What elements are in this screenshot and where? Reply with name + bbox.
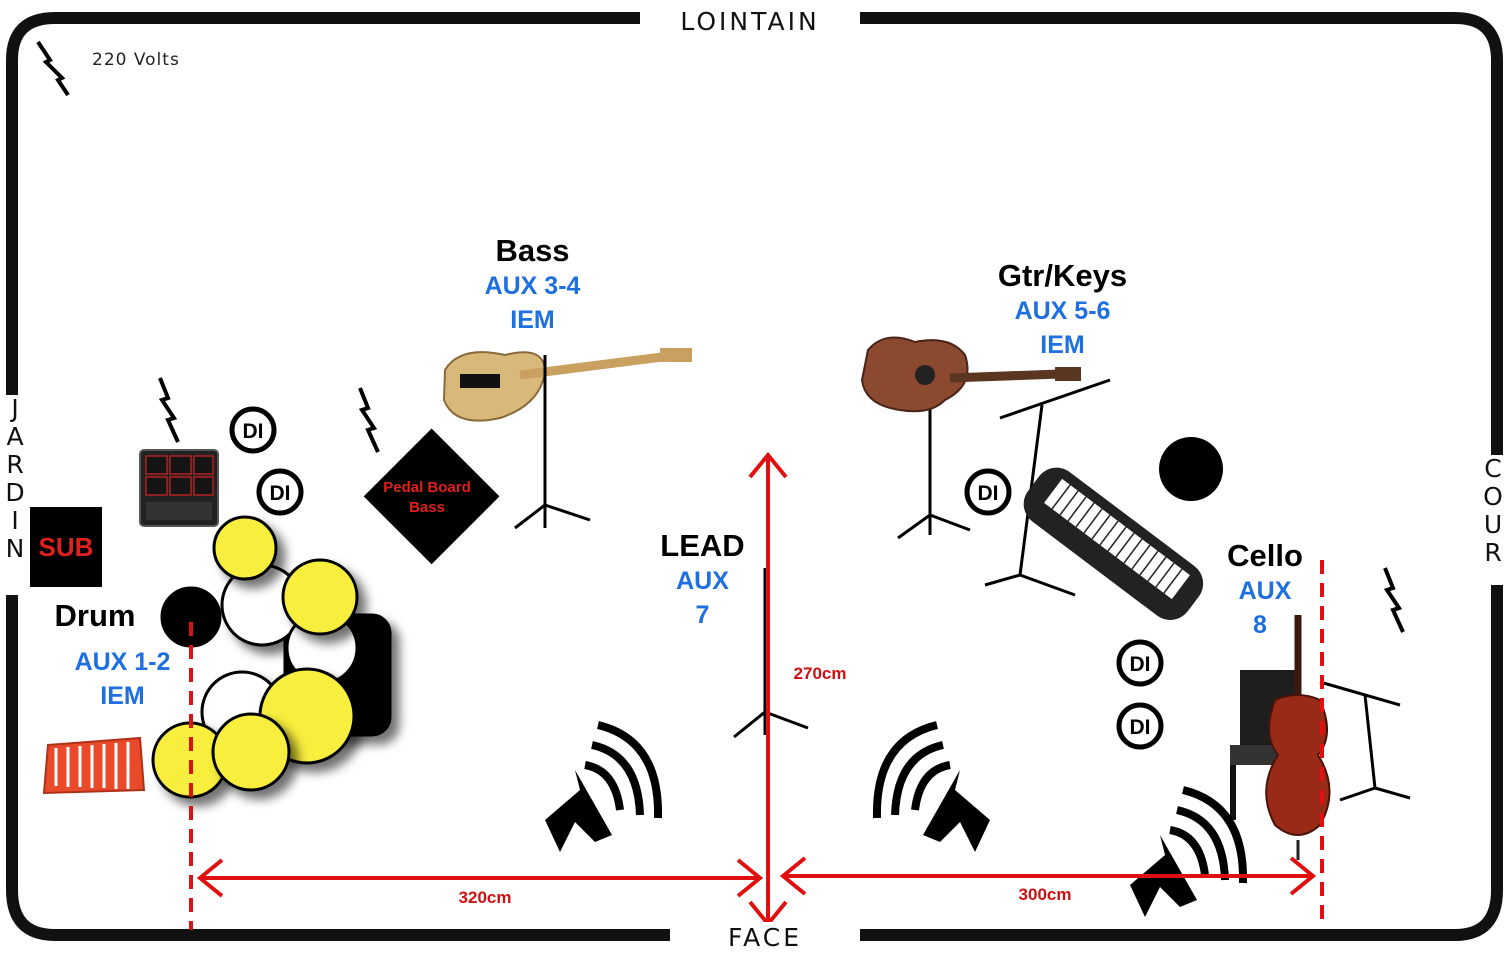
sample-pad-icon bbox=[139, 449, 219, 527]
mic-boom-stand-icon bbox=[1319, 680, 1411, 802]
monitor-wedge-icon bbox=[872, 721, 990, 852]
keyboard-icon bbox=[1023, 467, 1204, 620]
drum-label: Drum bbox=[54, 598, 136, 633]
acoustic-guitar-icon bbox=[860, 336, 1081, 413]
monitor-wedge-icon bbox=[545, 721, 663, 852]
power-icon bbox=[358, 387, 380, 453]
cello-label: Cello AUX 8 bbox=[1227, 538, 1303, 639]
amp-icon bbox=[1159, 437, 1223, 501]
power-icon bbox=[36, 40, 70, 97]
di-box-icon: DI bbox=[964, 468, 1012, 516]
drum-aux: AUX 1-2 IEM bbox=[74, 648, 171, 710]
power-icon bbox=[158, 377, 180, 443]
di-box-icon: DI bbox=[256, 468, 304, 516]
bass-label: Bass AUX 3-4 IEM bbox=[484, 233, 581, 334]
drum-kit bbox=[151, 515, 392, 799]
monitor-wedge-icon bbox=[1130, 786, 1248, 917]
pedal-board bbox=[363, 428, 500, 565]
svg-text:DI: DI bbox=[978, 482, 999, 505]
lead-label: LEAD AUX 7 bbox=[660, 528, 745, 629]
stage-label-bottom: FACE bbox=[670, 922, 860, 953]
dimension-depth: 270cm bbox=[793, 664, 847, 683]
dimension-left: 320cm bbox=[458, 888, 512, 907]
di-box-icon: DI bbox=[1116, 639, 1164, 687]
gtr-keys-label: Gtr/Keys AUX 5-6 IEM bbox=[997, 258, 1128, 359]
svg-text:DI: DI bbox=[243, 420, 264, 443]
power-label: 220 Volts bbox=[92, 50, 180, 70]
mic-stand-icon bbox=[514, 355, 591, 530]
dimension-right: 300cm bbox=[1018, 885, 1072, 904]
sub-speaker: SUB bbox=[30, 507, 102, 587]
power-icon bbox=[1383, 567, 1405, 633]
di-box-icon: DI bbox=[1116, 702, 1164, 750]
glockenspiel-icon bbox=[42, 736, 146, 795]
svg-text:DI: DI bbox=[1130, 716, 1151, 739]
di-box-icon: DI bbox=[229, 406, 277, 454]
svg-text:DI: DI bbox=[1130, 653, 1151, 676]
mic-stand-icon bbox=[733, 568, 809, 739]
stage-label-top: LOINTAIN bbox=[640, 7, 860, 37]
svg-text:DI: DI bbox=[270, 482, 291, 505]
stage-border bbox=[5, 12, 1503, 941]
bass-guitar-icon bbox=[442, 348, 692, 422]
